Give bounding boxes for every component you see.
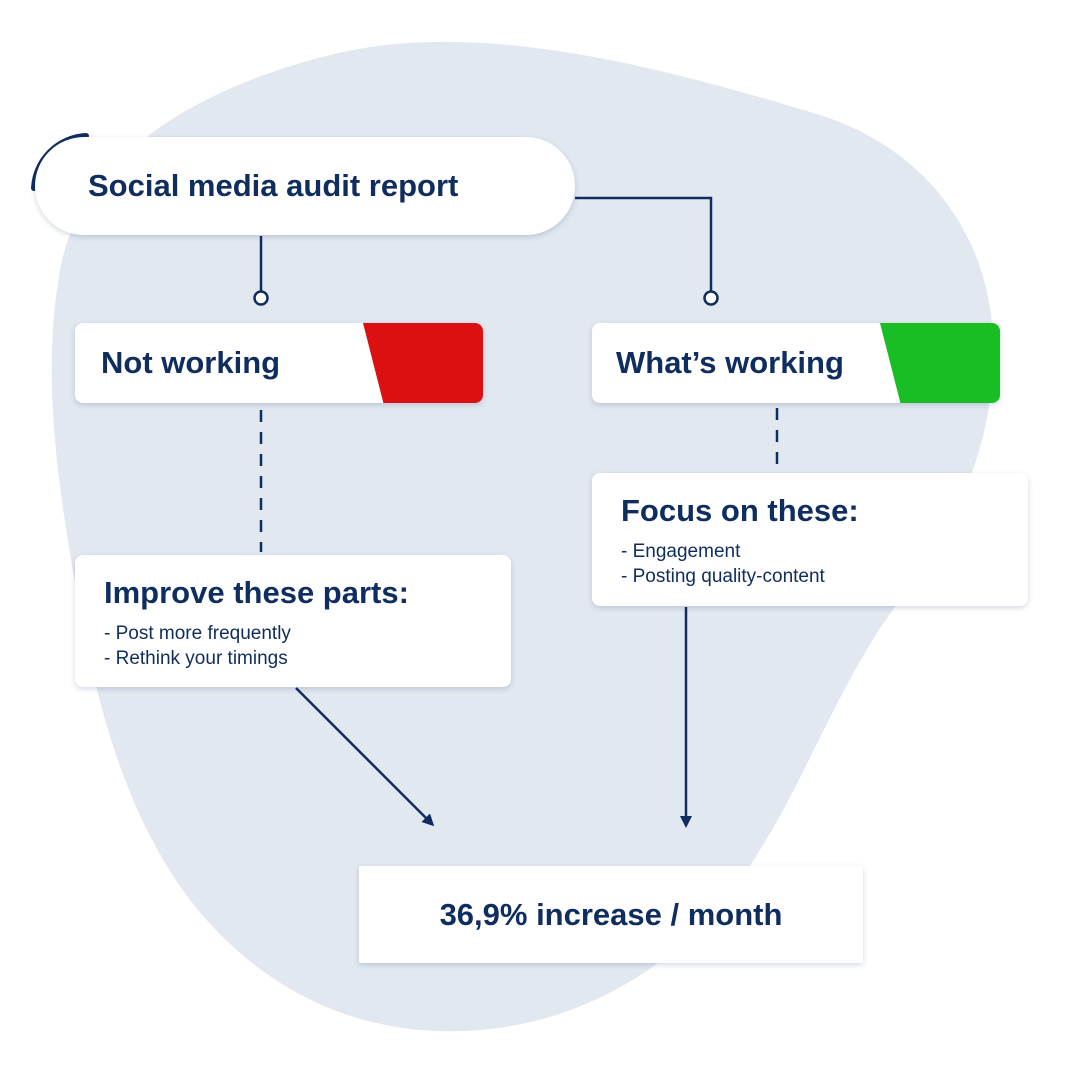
improve-parts-list: - Post more frequently - Rethink your ti… xyxy=(104,621,511,671)
whats-working-label: What’s working xyxy=(616,345,844,380)
list-item: - Posting quality-content xyxy=(621,566,825,587)
whats-working-card: What’s working xyxy=(592,323,1000,403)
not-working-label: Not working xyxy=(101,345,281,380)
background-blob xyxy=(51,41,994,1032)
improve-parts-card: Improve these parts: - Post more frequen… xyxy=(75,555,511,687)
result-text: 36,9% increase / month xyxy=(439,896,783,932)
connector-node-not-working xyxy=(253,290,269,306)
connector-node-whats-working xyxy=(703,290,719,306)
list-item: - Post more frequently xyxy=(104,623,291,644)
arrow-improve-to-result xyxy=(295,687,435,827)
improve-parts-heading: Improve these parts: xyxy=(104,575,409,610)
audit-report-title: Social media audit report xyxy=(35,137,575,235)
focus-on-card: Focus on these: - Engagement - Posting q… xyxy=(592,473,1028,606)
focus-on-list: - Engagement - Posting quality-content xyxy=(621,539,1028,589)
connector-title-to-whats-working xyxy=(575,196,713,291)
result-card: 36,9% increase / month xyxy=(359,866,863,963)
list-item: - Engagement xyxy=(621,541,741,562)
list-item: - Rethink your timings xyxy=(104,648,288,669)
not-working-card: Not working xyxy=(75,323,483,403)
not-working-red-flag xyxy=(363,323,483,403)
audit-report-title-text: Social media audit report xyxy=(88,168,459,203)
whats-working-green-flag xyxy=(880,323,1000,403)
focus-on-heading: Focus on these: xyxy=(621,493,859,528)
